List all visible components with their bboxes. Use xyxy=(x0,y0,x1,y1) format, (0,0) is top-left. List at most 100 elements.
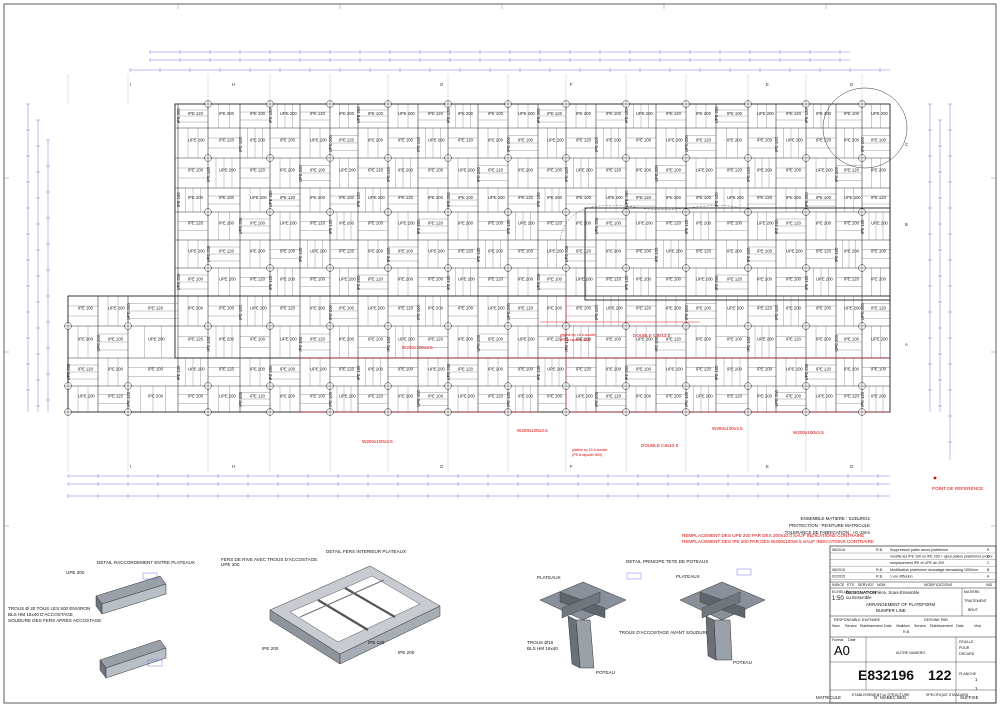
beam-label: IPE 120 xyxy=(518,306,534,311)
beam-label: IPE 200 xyxy=(606,367,622,372)
beam-label: UPE 200 xyxy=(398,221,415,226)
beam-label: IPE 100 xyxy=(757,138,773,143)
beam-label: UPE 200 xyxy=(834,334,839,351)
beam-label: IPE 120 xyxy=(816,367,832,372)
beam-label: IPE 200 xyxy=(844,138,860,143)
beam-label: UPE 200 xyxy=(339,168,356,173)
section-marker: H xyxy=(232,82,235,87)
beam-label: IPE 120 xyxy=(871,195,887,200)
beam-label: IPE 120 xyxy=(339,367,355,372)
for-label: POUR xyxy=(959,646,970,650)
beam-label: IPE 120 xyxy=(268,275,273,291)
beam-label: IPE 200 xyxy=(280,168,296,173)
beam-label: IPE 120 xyxy=(219,138,235,143)
detail-1-title: DETAIL RACCORDEMENT ENTRE PLATEAUX xyxy=(97,560,195,565)
beam-label: IPE 100 xyxy=(564,166,569,182)
beam-label: UPE 200 xyxy=(714,106,719,123)
beam-label: IPE 100 xyxy=(428,277,444,282)
section-marker: G xyxy=(440,464,443,469)
scale-value: 1:50 xyxy=(832,596,844,602)
beam-w-label-b: W200x100x3.5 xyxy=(362,439,393,444)
beam-label: IPE 200 xyxy=(328,304,333,320)
beam-label: IPE 120 xyxy=(871,306,887,311)
beam-label: IPE 200 xyxy=(268,365,273,381)
beam-label: IPE 120 xyxy=(250,168,266,173)
beam-label: IPE 100 xyxy=(636,249,652,254)
revision-text: remplacement IPE et UPE de 200 xyxy=(890,561,944,565)
beam-label: IPE 200 xyxy=(280,394,296,399)
beam-label: IPE 200 xyxy=(219,221,235,226)
sheet-label: FEUILLE xyxy=(959,640,974,644)
beam-label: IPE 100 xyxy=(786,394,802,399)
beam-label: IPE 100 xyxy=(871,367,887,372)
beam-label: IPE 120 xyxy=(786,336,802,341)
beam-w-label-a: W200x100x3.5 xyxy=(402,345,433,350)
border-ticks xyxy=(4,4,996,527)
beam-label: IPE 120 xyxy=(428,111,444,116)
beam-label: UPE 200 xyxy=(844,306,861,311)
revision-code: D xyxy=(987,555,990,559)
beam-label: IPE 120 xyxy=(328,219,333,235)
detail-2-ipe200-label-b: IPE 200 xyxy=(398,650,415,655)
beam-label: IPE 120 xyxy=(506,391,511,407)
beam-label: IPE 200 xyxy=(547,195,563,200)
beam-w-label-d: W200x100x3.5 xyxy=(712,426,743,431)
beam-label: IPE 120 xyxy=(536,365,541,381)
beam-label: UPE 200 xyxy=(310,138,327,143)
beam-label: IPE 100 xyxy=(636,138,652,143)
beam-label: IPE 120 xyxy=(696,249,712,254)
beam-label: IPE 120 xyxy=(488,394,504,399)
beam-label: UPE 200 xyxy=(96,334,101,351)
beam-label: IPE 100 xyxy=(666,168,682,173)
beam-label: UPE 200 xyxy=(844,195,861,200)
beam-label: IPE 100 xyxy=(280,138,296,143)
beam-label: IPE 200 xyxy=(458,111,474,116)
beam-label: UPE 200 xyxy=(310,367,327,372)
beam-label: UPE 200 xyxy=(280,336,297,341)
beam-label: IPE 100 xyxy=(458,306,474,311)
beam-label: IPE 100 xyxy=(696,195,712,200)
beam-label: IPE 100 xyxy=(834,247,839,263)
beam-label: UPE 200 xyxy=(860,303,865,320)
beam-label: UPE 200 xyxy=(774,389,779,406)
beam-label: IPE 200 xyxy=(594,391,599,407)
specific-standard-label: SPECIFIQUE STANDARD xyxy=(926,693,969,697)
beam-label: IPE 200 xyxy=(624,365,629,381)
beam-label: IPE 120 xyxy=(816,249,832,254)
beam-label: IPE 100 xyxy=(339,195,355,200)
section-marker: H xyxy=(232,464,235,469)
beam-label: UPE 200 xyxy=(786,367,803,372)
beam-label: UPE 200 xyxy=(398,111,415,116)
beam-label: IPE 200 xyxy=(844,367,860,372)
beam-label: IPE 120 xyxy=(280,306,296,311)
beam-label: UPE 200 xyxy=(78,394,95,399)
detail-2-note-1: FERS DE RIVE AVEC TROUS D'ACCOSTAGE xyxy=(221,557,317,562)
detail-3-column-b: POTEAU xyxy=(733,660,752,665)
beam-w-label-c: W200x100x3.5 xyxy=(517,428,548,433)
beam-label: UPE 200 xyxy=(368,306,385,311)
beam-label: UPE 200 xyxy=(666,367,683,372)
designation-label: DESIGNATION xyxy=(846,590,876,595)
extension-outline xyxy=(559,205,741,241)
col-establishment-1: Etablissement xyxy=(860,624,883,628)
beam-label: UPE 200 xyxy=(416,389,421,406)
beam-label: IPE 200 xyxy=(298,336,303,352)
beam-label: IPE 100 xyxy=(428,394,444,399)
beam-label: IPE 200 xyxy=(176,108,181,124)
beam-label: IPE 100 xyxy=(368,111,384,116)
beam-label: IPE 100 xyxy=(328,391,333,407)
beam-label: IPE 100 xyxy=(727,221,743,226)
beam-label: IPE 100 xyxy=(786,277,802,282)
beam-label: IPE 100 xyxy=(368,336,384,341)
beam-label: IPE 100 xyxy=(219,195,235,200)
beam-label: IPE 120 xyxy=(148,306,164,311)
beam-label: IPE 120 xyxy=(356,192,361,208)
beam-label: IPE 120 xyxy=(757,195,773,200)
beam-label: IPE 100 xyxy=(176,192,181,208)
beam-label: IPE 120 xyxy=(428,336,444,341)
beam-label: IPE 100 xyxy=(714,365,719,381)
beam-label: UPE 200 xyxy=(219,394,236,399)
